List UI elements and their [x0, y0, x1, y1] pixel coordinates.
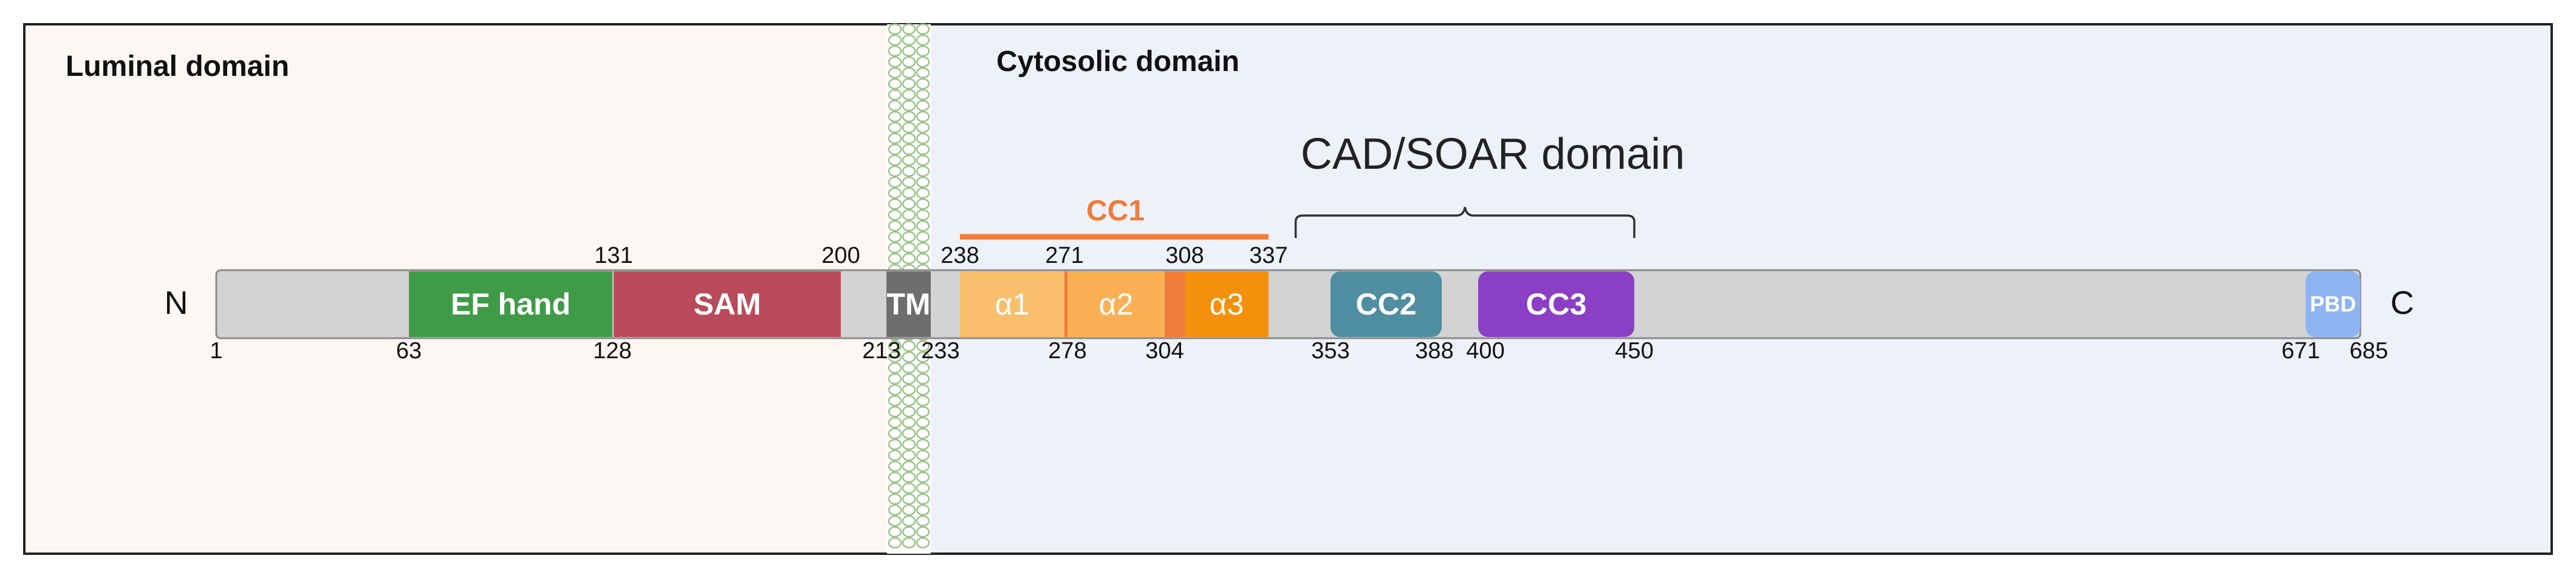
cytosolic-domain-title: Cytosolic domain — [996, 46, 1239, 78]
residue-position-bottom: 233 — [921, 338, 959, 364]
alpha3-domain-label: α3 — [1210, 287, 1244, 321]
residue-position-top: 308 — [1165, 243, 1204, 268]
cc2-domain-block — [1331, 271, 1442, 337]
alpha3-domain-block — [1185, 271, 1269, 337]
ef-hand-domain-label: EF hand — [451, 287, 570, 321]
residue-position-top: 200 — [821, 243, 860, 268]
cc1-label: CC1 — [1086, 195, 1145, 227]
alpha1-domain-label: α1 — [995, 287, 1030, 321]
alpha2-domain-label: α2 — [1099, 287, 1134, 321]
pbd-domain-label: PBD — [2310, 291, 2356, 316]
helix-linker — [1165, 271, 1185, 337]
residue-position-bottom: 388 — [1415, 338, 1453, 364]
alpha1-domain-block — [960, 271, 1064, 337]
ef-hand-domain-block — [409, 271, 612, 337]
residue-position-bottom: 685 — [2349, 338, 2388, 364]
residue-position-bottom: 128 — [593, 338, 631, 364]
tm-domain-label: TM — [886, 287, 930, 321]
pbd-domain-block — [2306, 271, 2360, 337]
luminal-domain-title: Luminal domain — [66, 50, 289, 83]
residue-position-top: 271 — [1045, 243, 1083, 268]
residue-position-top: 238 — [940, 243, 979, 268]
cad-soar-brace — [1294, 206, 1636, 238]
residue-position-bottom: 278 — [1048, 338, 1086, 364]
residue-position-bottom: 1 — [210, 338, 222, 364]
cad-soar-label: CAD/SOAR domain — [1301, 130, 1685, 178]
residue-position-bottom: 400 — [1466, 338, 1504, 364]
sam-domain-label: SAM — [693, 287, 761, 321]
alpha2-domain-block — [1067, 271, 1165, 337]
residue-position-bottom: 304 — [1145, 338, 1184, 364]
tm-domain-block — [886, 271, 931, 337]
residue-position-bottom: 63 — [396, 338, 422, 364]
residue-position-bottom: 213 — [862, 338, 900, 364]
residue-position-top: 337 — [1249, 243, 1287, 268]
cc2-domain-label: CC2 — [1355, 287, 1416, 321]
residue-position-top: 131 — [594, 243, 632, 268]
residue-position-bottom: 450 — [1615, 338, 1653, 364]
figure-frame — [23, 23, 2553, 555]
residue-position-bottom: 353 — [1311, 338, 1349, 364]
helix-linker — [1064, 271, 1067, 337]
sam-domain-block — [614, 271, 841, 337]
residue-position-bottom: 671 — [2281, 338, 2320, 364]
cc3-domain-block — [1478, 271, 1634, 337]
cc3-domain-label: CC3 — [1526, 287, 1586, 321]
c-terminus-label: C — [2391, 285, 2414, 321]
n-terminus-label: N — [165, 285, 188, 321]
protein-track: EF hand SAM TM α1 α2 α3 CC2 CC3 PBD 131 200 238 271 3… — [210, 206, 2388, 364]
